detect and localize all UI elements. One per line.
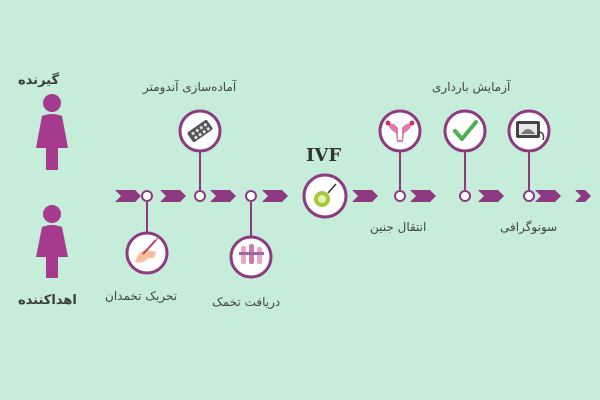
- recipient-figure-icon: [36, 94, 68, 170]
- ivf-node: [302, 173, 348, 219]
- hand-injection-icon: [135, 236, 160, 263]
- uterus-icon: [385, 120, 415, 142]
- checkmark-icon: [453, 120, 478, 141]
- timeline-arrow: [115, 190, 591, 202]
- petri-dish-icon: [314, 183, 337, 207]
- step-node-endometrium: [178, 109, 222, 202]
- step-node-retrieval: [229, 190, 273, 279]
- donor-label: اهداکننده: [18, 293, 77, 308]
- step-node-stimulation: [125, 190, 169, 275]
- step-node-ultrasound: [507, 109, 551, 202]
- step-label-retrieval: دریافت تخمک: [212, 295, 281, 309]
- step-label-pregnancy-test: آزمایش بارداری: [432, 80, 511, 94]
- test-tubes-icon: [239, 244, 264, 264]
- ivf-label: IVF: [306, 145, 342, 166]
- recipient-label: گیرنده: [18, 73, 60, 88]
- step-label-transfer: انتقال جنین: [370, 220, 427, 234]
- ultrasound-icon: [516, 121, 545, 141]
- pill-pack-icon: [187, 119, 213, 143]
- step-label-stimulation: تحریک تخمدان: [105, 289, 178, 303]
- step-node-pregnancy-test: [443, 109, 487, 202]
- step-node-transfer: [378, 109, 422, 202]
- step-label-ultrasound: سونوگرافی: [500, 220, 558, 234]
- donor-figure-icon: [36, 205, 68, 278]
- step-label-endometrium: آماده‌سازی آندومتر: [143, 80, 237, 94]
